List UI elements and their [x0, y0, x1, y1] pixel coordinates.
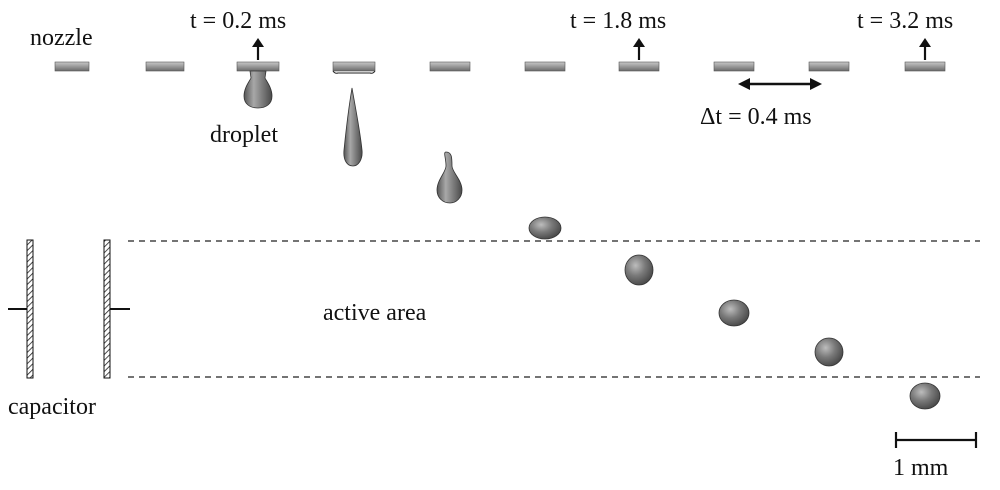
- time-arrows: [252, 38, 931, 60]
- capacitor: [8, 239, 130, 379]
- capacitor-plate-right: [103, 239, 111, 379]
- nozzle-7: [618, 61, 660, 72]
- nozzle-label: nozzle: [30, 25, 93, 51]
- nozzle-8: [713, 61, 755, 72]
- active-area-bounds: [128, 240, 980, 378]
- nozzle-1: [54, 61, 90, 72]
- droplet-stage-5: [436, 151, 463, 204]
- droplet-stage-4: [343, 87, 363, 167]
- time-label-1: t = 0.2 ms: [190, 8, 286, 34]
- nozzle-2: [145, 61, 185, 72]
- nozzle-row: [54, 61, 946, 72]
- droplet-stages: [243, 70, 941, 410]
- time-label-3: t = 3.2 ms: [857, 8, 953, 34]
- droplet-stage-8: [718, 299, 750, 327]
- nozzle-meniscus: [332, 70, 376, 74]
- droplet-stage-6: [528, 216, 562, 240]
- nozzle-6: [524, 61, 566, 72]
- time-label-2: t = 1.8 ms: [570, 8, 666, 34]
- droplet-label: droplet: [210, 122, 278, 148]
- delta-t-label: Δt = 0.4 ms: [700, 104, 812, 130]
- scale-bar: [894, 432, 978, 448]
- droplet-stage-10: [909, 382, 941, 410]
- nozzle-10: [904, 61, 946, 72]
- nozzle-4: [332, 61, 376, 72]
- droplet-stage-3: [243, 70, 273, 109]
- nozzle-5: [429, 61, 471, 72]
- nozzle-9: [808, 61, 850, 72]
- capacitor-label: capacitor: [8, 394, 96, 420]
- droplet-stage-9: [814, 337, 844, 367]
- active-area-label: active area: [323, 300, 427, 326]
- scale-bar-label: 1 mm: [893, 455, 949, 481]
- delta-t-arrow: [738, 78, 822, 90]
- droplet-stage-7: [624, 254, 654, 286]
- nozzle-3: [236, 61, 280, 72]
- capacitor-plate-left: [26, 239, 34, 379]
